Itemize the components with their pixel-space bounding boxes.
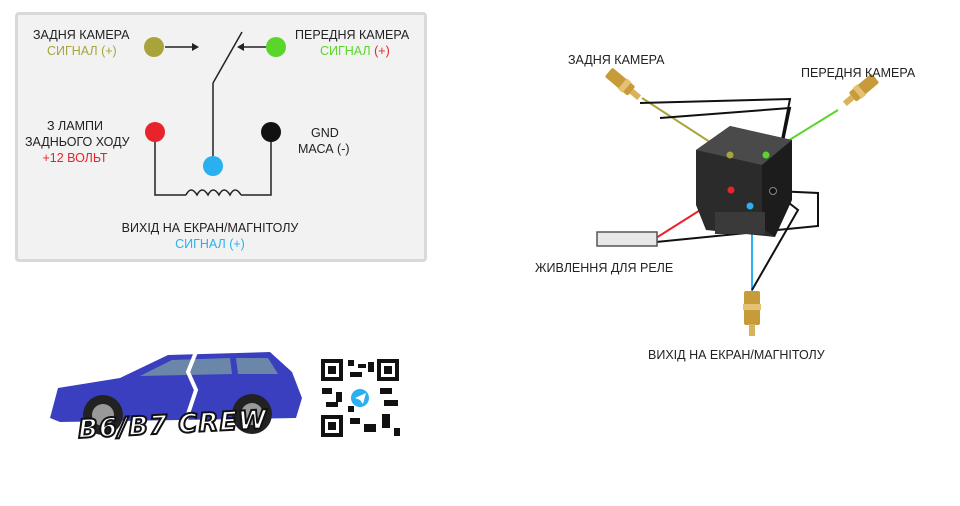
front-rca-plug-icon [842,74,879,107]
relay-power-label: ЖИВЛЕННЯ ДЛЯ РЕЛЕ [535,261,674,275]
lamp-label-line1: З ЛАМПИ [47,119,103,133]
car-icon [50,351,302,435]
rear-signal-dot [144,37,164,57]
rear-camera-label: ЗАДНЯ КАМЕРА [33,28,130,42]
output-dot [203,156,223,176]
gnd-to-coil-wire [241,141,272,196]
rear-arrow-head [192,43,199,51]
front-signal-plus: (+) [374,44,390,58]
relay-icon [696,126,792,237]
mass-label: МАСА (-) [298,142,350,156]
coil-icon [185,189,242,197]
relay-pin-output [746,202,754,210]
relay-switch-contact [212,31,243,84]
lamp-to-coil-wire [154,141,186,196]
lamp-voltage-label: +12 ВОЛЬТ [42,151,108,165]
qr-code-icon [320,358,400,438]
wiring-output-label: ВИХІД НА ЕКРАН/МАГНІТОЛУ [648,348,825,362]
rear-signal-label: СИГНАЛ (+) [47,44,117,58]
front-signal-dot [266,37,286,57]
output-rca-plug-icon [743,291,761,336]
front-arrow-head [237,43,244,51]
relay-pin-front [762,151,770,159]
front-camera-label: ПЕРЕДНЯ КАМЕРА [295,28,410,42]
power-connector [596,231,658,247]
rear-rca-plug-icon [605,68,642,101]
gnd-label: GND [311,126,339,140]
gnd-dot [261,122,281,142]
front-signal-word: СИГНАЛ [320,44,371,58]
front-signal-label: СИГНАЛ (+) [320,43,390,59]
relay-pin-gnd [769,187,777,195]
schematic-wires [154,31,272,197]
lamp-dot [145,122,165,142]
output-label: ВИХІД НА ЕКРАН/МАГНІТОЛУ [121,221,299,235]
wiring-front-camera-label: ПЕРЕДНЯ КАМЕРА [801,66,916,80]
wiring-rear-camera-label: ЗАДНЯ КАМЕРА [568,53,665,67]
relay-pin-rear [726,151,734,159]
relay-pin-power [727,186,735,194]
schematic-panel [15,12,427,262]
lamp-label-line2: ЗАДНЬОГО ХОДУ [25,135,130,149]
output-signal-label: СИГНАЛ (+) [175,237,245,251]
